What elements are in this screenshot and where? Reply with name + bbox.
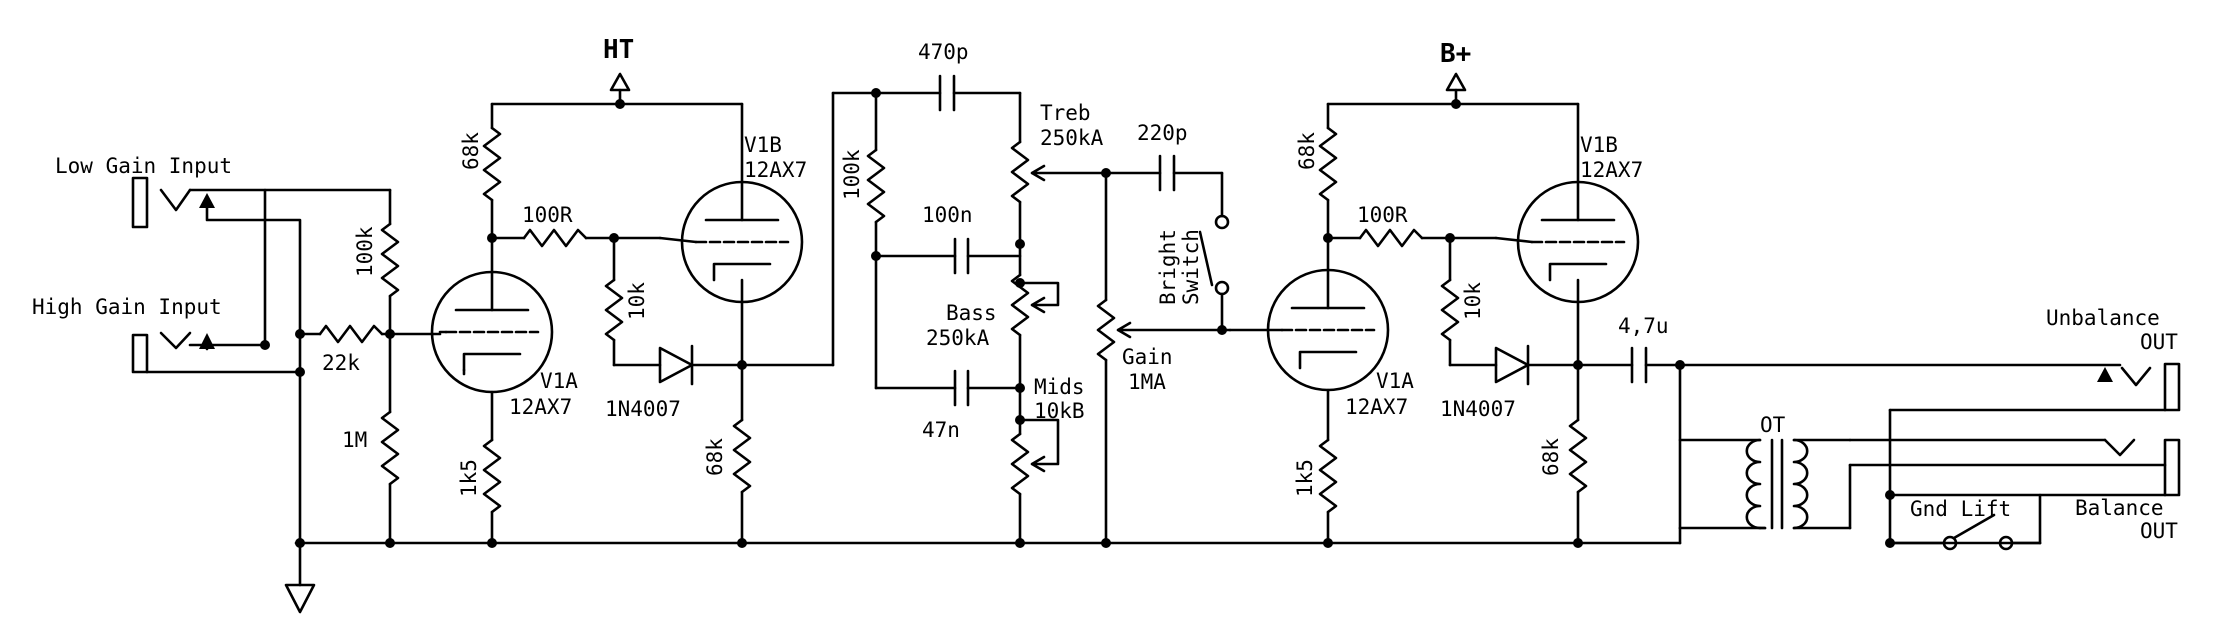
tube-v1b-stage2 bbox=[1494, 180, 1640, 304]
balance-out-label-2: OUT bbox=[2140, 519, 2178, 543]
resistor-68k-plate-2 bbox=[1318, 102, 1338, 240]
resistor-68k-cathode-1-label: 68k bbox=[703, 438, 727, 476]
resistor-100k-tonestack-label: 100k bbox=[840, 149, 864, 200]
pot-bass-name: Bass bbox=[946, 301, 997, 325]
tube-v1a-stage2-type: 12AX7 bbox=[1345, 395, 1408, 419]
bright-switch-label-1: Bright bbox=[1156, 229, 1180, 305]
resistor-1k5-1 bbox=[482, 438, 502, 545]
balance-out-label-1: Balance bbox=[2075, 496, 2164, 520]
resistor-68k-plate-2-label: 68k bbox=[1295, 132, 1319, 170]
pot-mids-value: 10kB bbox=[1034, 399, 1085, 423]
output-transformer bbox=[1678, 438, 1852, 530]
resistor-10k-1-label: 10k bbox=[625, 282, 649, 320]
diode-1n4007-2 bbox=[1494, 344, 1580, 386]
diode-1n4007-2-label: 1N4007 bbox=[1440, 397, 1516, 421]
ground-rail bbox=[294, 526, 2042, 545]
pot-bass bbox=[1010, 242, 1060, 390]
resistor-100r-1 bbox=[490, 228, 662, 248]
capacitor-220p bbox=[1104, 154, 1224, 218]
output-transformer-label: OT bbox=[1760, 413, 1786, 437]
resistor-1k5-2 bbox=[1318, 438, 1338, 545]
capacitor-47n-label: 47n bbox=[922, 418, 960, 442]
pot-mids-name: Mids bbox=[1034, 375, 1085, 399]
resistor-10k-1 bbox=[604, 236, 662, 367]
tube-v1a-stage1 bbox=[430, 270, 554, 394]
pot-treble-value: 250kA bbox=[1040, 126, 1104, 150]
tube-v1a-stage2-name: V1A bbox=[1376, 369, 1414, 393]
unbalance-out-label-1: Unbalance bbox=[2046, 306, 2160, 330]
low-gain-input-label: Low Gain Input bbox=[55, 154, 232, 178]
resistor-100k-input bbox=[380, 188, 400, 336]
pot-gain-name: Gain bbox=[1122, 345, 1173, 369]
unbalance-out-jack bbox=[1888, 362, 2181, 412]
resistor-1m bbox=[380, 332, 400, 545]
resistor-68k-plate-1 bbox=[482, 102, 502, 240]
tube-v1b-stage2-name: V1B bbox=[1580, 133, 1618, 157]
resistor-1k5-1-label: 1k5 bbox=[457, 459, 481, 497]
resistor-100r-2-label: 100R bbox=[1357, 203, 1408, 227]
tube-v1b-stage2-type: 12AX7 bbox=[1580, 158, 1643, 182]
resistor-22k-label: 22k bbox=[322, 351, 360, 375]
balance-out-jack bbox=[1848, 408, 2181, 545]
resistor-1k5-2-label: 1k5 bbox=[1293, 459, 1317, 497]
diode-1n4007-1-label: 1N4007 bbox=[605, 397, 681, 421]
tube-v1a-stage1-type: 12AX7 bbox=[509, 395, 572, 419]
bright-switch-label-2: Switch bbox=[1179, 229, 1203, 305]
capacitor-4u7 bbox=[1576, 346, 2122, 384]
resistor-68k-plate-1-label: 68k bbox=[459, 132, 483, 170]
capacitor-220p-label: 220p bbox=[1137, 121, 1188, 145]
resistor-68k-cathode-2-label: 68k bbox=[1539, 438, 1563, 476]
tube-v1a-stage1-name: V1A bbox=[540, 369, 578, 393]
capacitor-4u7-label: 4,7u bbox=[1618, 314, 1669, 338]
tube-v1a-stage2 bbox=[1228, 268, 1390, 392]
b-plus-label: B+ bbox=[1440, 39, 1471, 69]
unbalance-out-label-2: OUT bbox=[2140, 330, 2178, 354]
low-gain-input-jack bbox=[131, 176, 392, 542]
pot-gain bbox=[1096, 171, 1232, 545]
ht-label: HT bbox=[603, 35, 634, 65]
capacitor-100n bbox=[874, 237, 1022, 275]
tube-v1b-stage1 bbox=[658, 180, 804, 304]
resistor-1m-label: 1M bbox=[342, 428, 367, 452]
pot-treble-name: Treb bbox=[1040, 101, 1091, 125]
diode-1n4007-1 bbox=[658, 344, 744, 386]
resistor-10k-2-label: 10k bbox=[1461, 282, 1485, 320]
resistor-100k-tonestack bbox=[866, 91, 886, 390]
capacitor-470p-label: 470p bbox=[918, 40, 969, 64]
pot-treble bbox=[1010, 91, 1108, 246]
high-gain-input-jack bbox=[131, 331, 302, 374]
pot-gain-value: 1MA bbox=[1128, 370, 1166, 394]
resistor-68k-cathode-2 bbox=[1568, 363, 1588, 545]
resistor-100r-2 bbox=[1326, 228, 1498, 248]
capacitor-100n-label: 100n bbox=[922, 203, 973, 227]
tube-v1b-stage1-name: V1B bbox=[744, 133, 782, 157]
tube-v1b-stage1-type: 12AX7 bbox=[744, 158, 807, 182]
ground-symbol bbox=[284, 541, 316, 614]
high-gain-input-label: High Gain Input bbox=[32, 295, 222, 319]
resistor-68k-cathode-1 bbox=[732, 363, 752, 545]
resistor-100k-input-label: 100k bbox=[353, 226, 377, 277]
resistor-100r-1-label: 100R bbox=[522, 203, 573, 227]
resistor-22k bbox=[298, 324, 442, 344]
gnd-lift-label: Gnd Lift bbox=[1910, 497, 2011, 521]
gnd-lift-switch bbox=[1888, 493, 2042, 551]
capacitor-47n bbox=[874, 369, 1022, 407]
pot-bass-value: 250kA bbox=[926, 326, 990, 350]
bright-switch bbox=[1198, 214, 1230, 332]
capacitor-470p bbox=[938, 74, 1022, 112]
resistor-10k-2 bbox=[1440, 236, 1498, 367]
pot-mids bbox=[1010, 386, 1060, 545]
